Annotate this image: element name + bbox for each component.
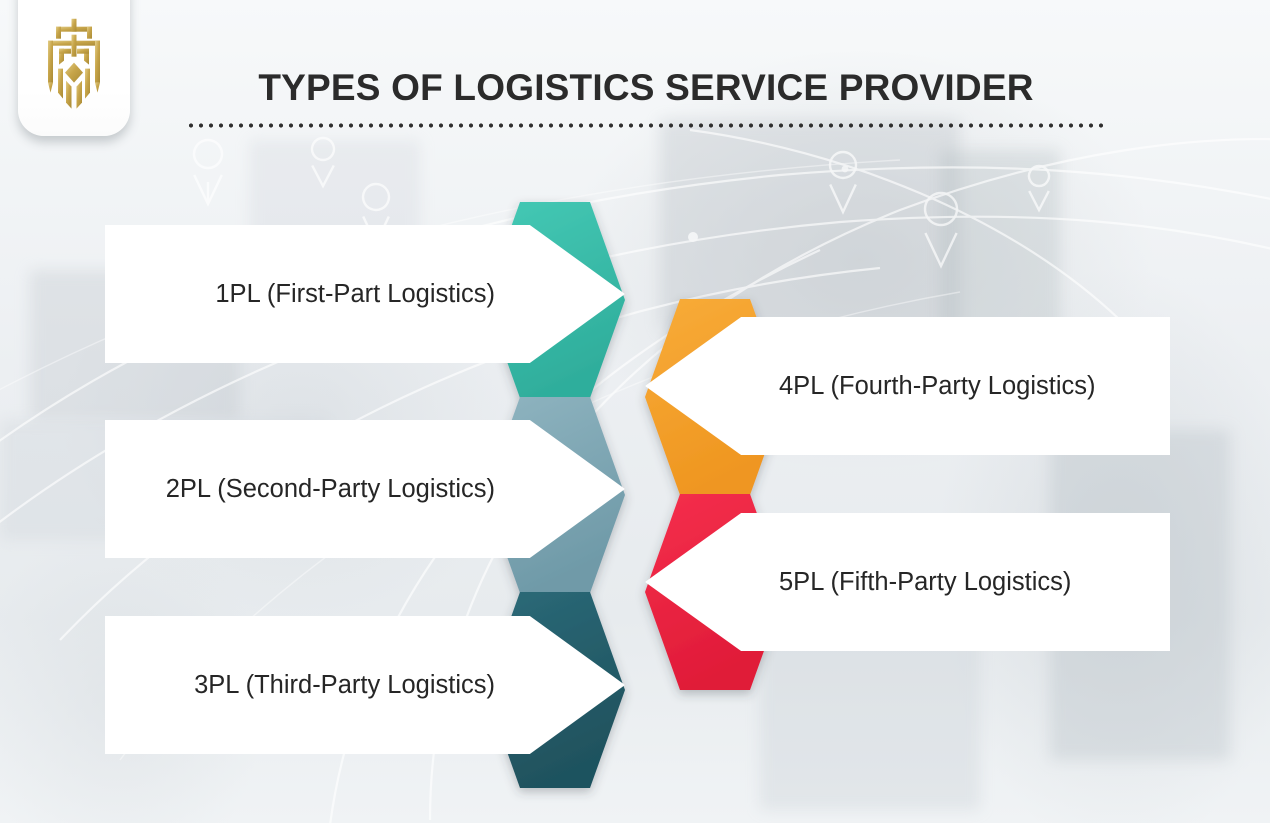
- brand-logo-badge: [18, 0, 130, 136]
- card-label-5pl: 5PL (Fifth-Party Logistics): [779, 567, 1072, 596]
- card-2pl[interactable]: 2PL (Second-Party Logistics): [105, 420, 625, 558]
- card-label-4pl: 4PL (Fourth-Party Logistics): [779, 371, 1096, 400]
- card-5pl[interactable]: 5PL (Fifth-Party Logistics): [645, 513, 1170, 651]
- card-3pl[interactable]: 3PL (Third-Party Logistics): [105, 616, 625, 754]
- crown-shield-monogram-logo-icon: [48, 18, 100, 109]
- card-label-1pl: 1PL (First-Part Logistics): [215, 279, 495, 308]
- page-title-block: TYPES OF LOGISTICS SERVICE PROVIDER: [186, 67, 1106, 128]
- card-label-3pl: 3PL (Third-Party Logistics): [194, 670, 495, 699]
- card-1pl[interactable]: 1PL (First-Part Logistics): [105, 225, 625, 363]
- page-title: TYPES OF LOGISTICS SERVICE PROVIDER: [258, 67, 1034, 108]
- card-label-2pl: 2PL (Second-Party Logistics): [165, 474, 495, 503]
- title-dotted-divider: [186, 122, 1106, 128]
- card-4pl[interactable]: 4PL (Fourth-Party Logistics): [645, 317, 1170, 455]
